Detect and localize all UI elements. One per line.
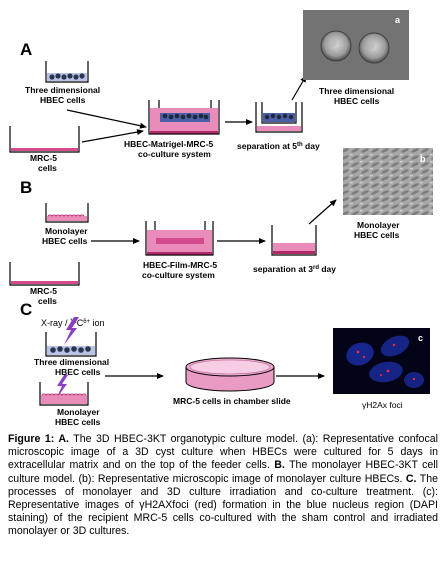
separated-well-b (271, 225, 317, 256)
micrograph-b (343, 148, 433, 215)
micrograph-a-tag: a (395, 15, 401, 25)
well-mrc5-b (9, 262, 80, 286)
well-monolayer-hbec (45, 203, 89, 223)
caption-text-3: The processes of monolayer and 3D cultur… (8, 472, 438, 538)
separation-a-label: separation at 5th day (237, 141, 320, 151)
coculture-b-label-2: co-culture system (142, 270, 215, 280)
micrograph-b-tag: b (420, 154, 426, 164)
chamber-slide-dish (185, 357, 275, 392)
coculture-b-label: HBEC-Film-MRC-5 (143, 260, 217, 270)
well-monolayer-label-2: HBEC cells (42, 236, 88, 246)
well-mrc5-b-label-2: cells (38, 296, 57, 306)
well-3d-hbec-label-2: HBEC cells (40, 95, 86, 105)
arrow-b-3 (308, 199, 337, 225)
panel-b-letter: B (20, 178, 32, 197)
micrograph-c-tag: c (418, 333, 423, 343)
well-mrc5-a-label: MRC-5 (30, 153, 57, 163)
well-mrc5-b-label: MRC-5 (30, 286, 57, 296)
micrograph-a-label: Three dimensional (319, 86, 394, 96)
dish-label: MRC-5 cells in chamber slide (173, 396, 291, 406)
separated-well-a (255, 102, 303, 133)
micrograph-b-label: Monolayer (357, 220, 400, 230)
figure-caption: Figure 1: A. The 3D HBEC-3KT organotypic… (8, 433, 438, 539)
figure-diagram: A Three dimensional HBEC cells MRC-5 cel… (9, 10, 433, 427)
well-3d-hbec-c-label-2: HBEC cells (55, 367, 101, 377)
separation-b-label: separation at 3rd day (253, 264, 336, 274)
panel-a-letter: A (20, 40, 32, 59)
arrow-a-1 (66, 109, 147, 129)
micrograph-a-label-2: HBEC cells (334, 96, 380, 106)
coculture-well-b (145, 221, 214, 256)
well-monolayer-c (39, 382, 89, 406)
well-monolayer-c-label: Monolayer (57, 407, 100, 417)
well-mrc5-a-label-2: cells (38, 163, 57, 173)
coculture-a-label-2: co-culture system (138, 149, 211, 159)
coculture-a-label: HBEC-Matrigel-MRC-5 (124, 139, 214, 149)
micrograph-c (333, 328, 430, 394)
micrograph-c-label: γH2Ax foci (362, 400, 403, 410)
well-3d-hbec-c-label: Three dimensional (34, 357, 109, 367)
micrograph-b-label-2: HBEC cells (354, 230, 400, 240)
arrow-a-2 (81, 129, 144, 143)
caption-text-1: The 3D HBEC-3KT organotypic culture mode… (8, 433, 438, 472)
well-mrc5-a (9, 126, 80, 153)
well-monolayer-label: Monolayer (45, 226, 88, 236)
radiation-bolt-icon (64, 317, 79, 345)
caption-heading: Figure 1: A. (8, 433, 69, 445)
caption-text-2: The monolayer HBEC-3KT cell culture mode… (8, 459, 438, 485)
panel-c-letter: C (20, 300, 32, 319)
well-3d-hbec-label: Three dimensional (25, 85, 100, 95)
coculture-well-a (148, 100, 220, 135)
caption-b-label: B. (274, 459, 285, 472)
well-3d-hbec-c (45, 332, 97, 357)
well-monolayer-c-label-2: HBEC cells (55, 417, 101, 427)
micrograph-a (303, 10, 409, 80)
well-3d-hbec (45, 61, 89, 83)
radiation-bolt-icon-2 (56, 375, 68, 399)
caption-c-label: C. (405, 472, 417, 485)
